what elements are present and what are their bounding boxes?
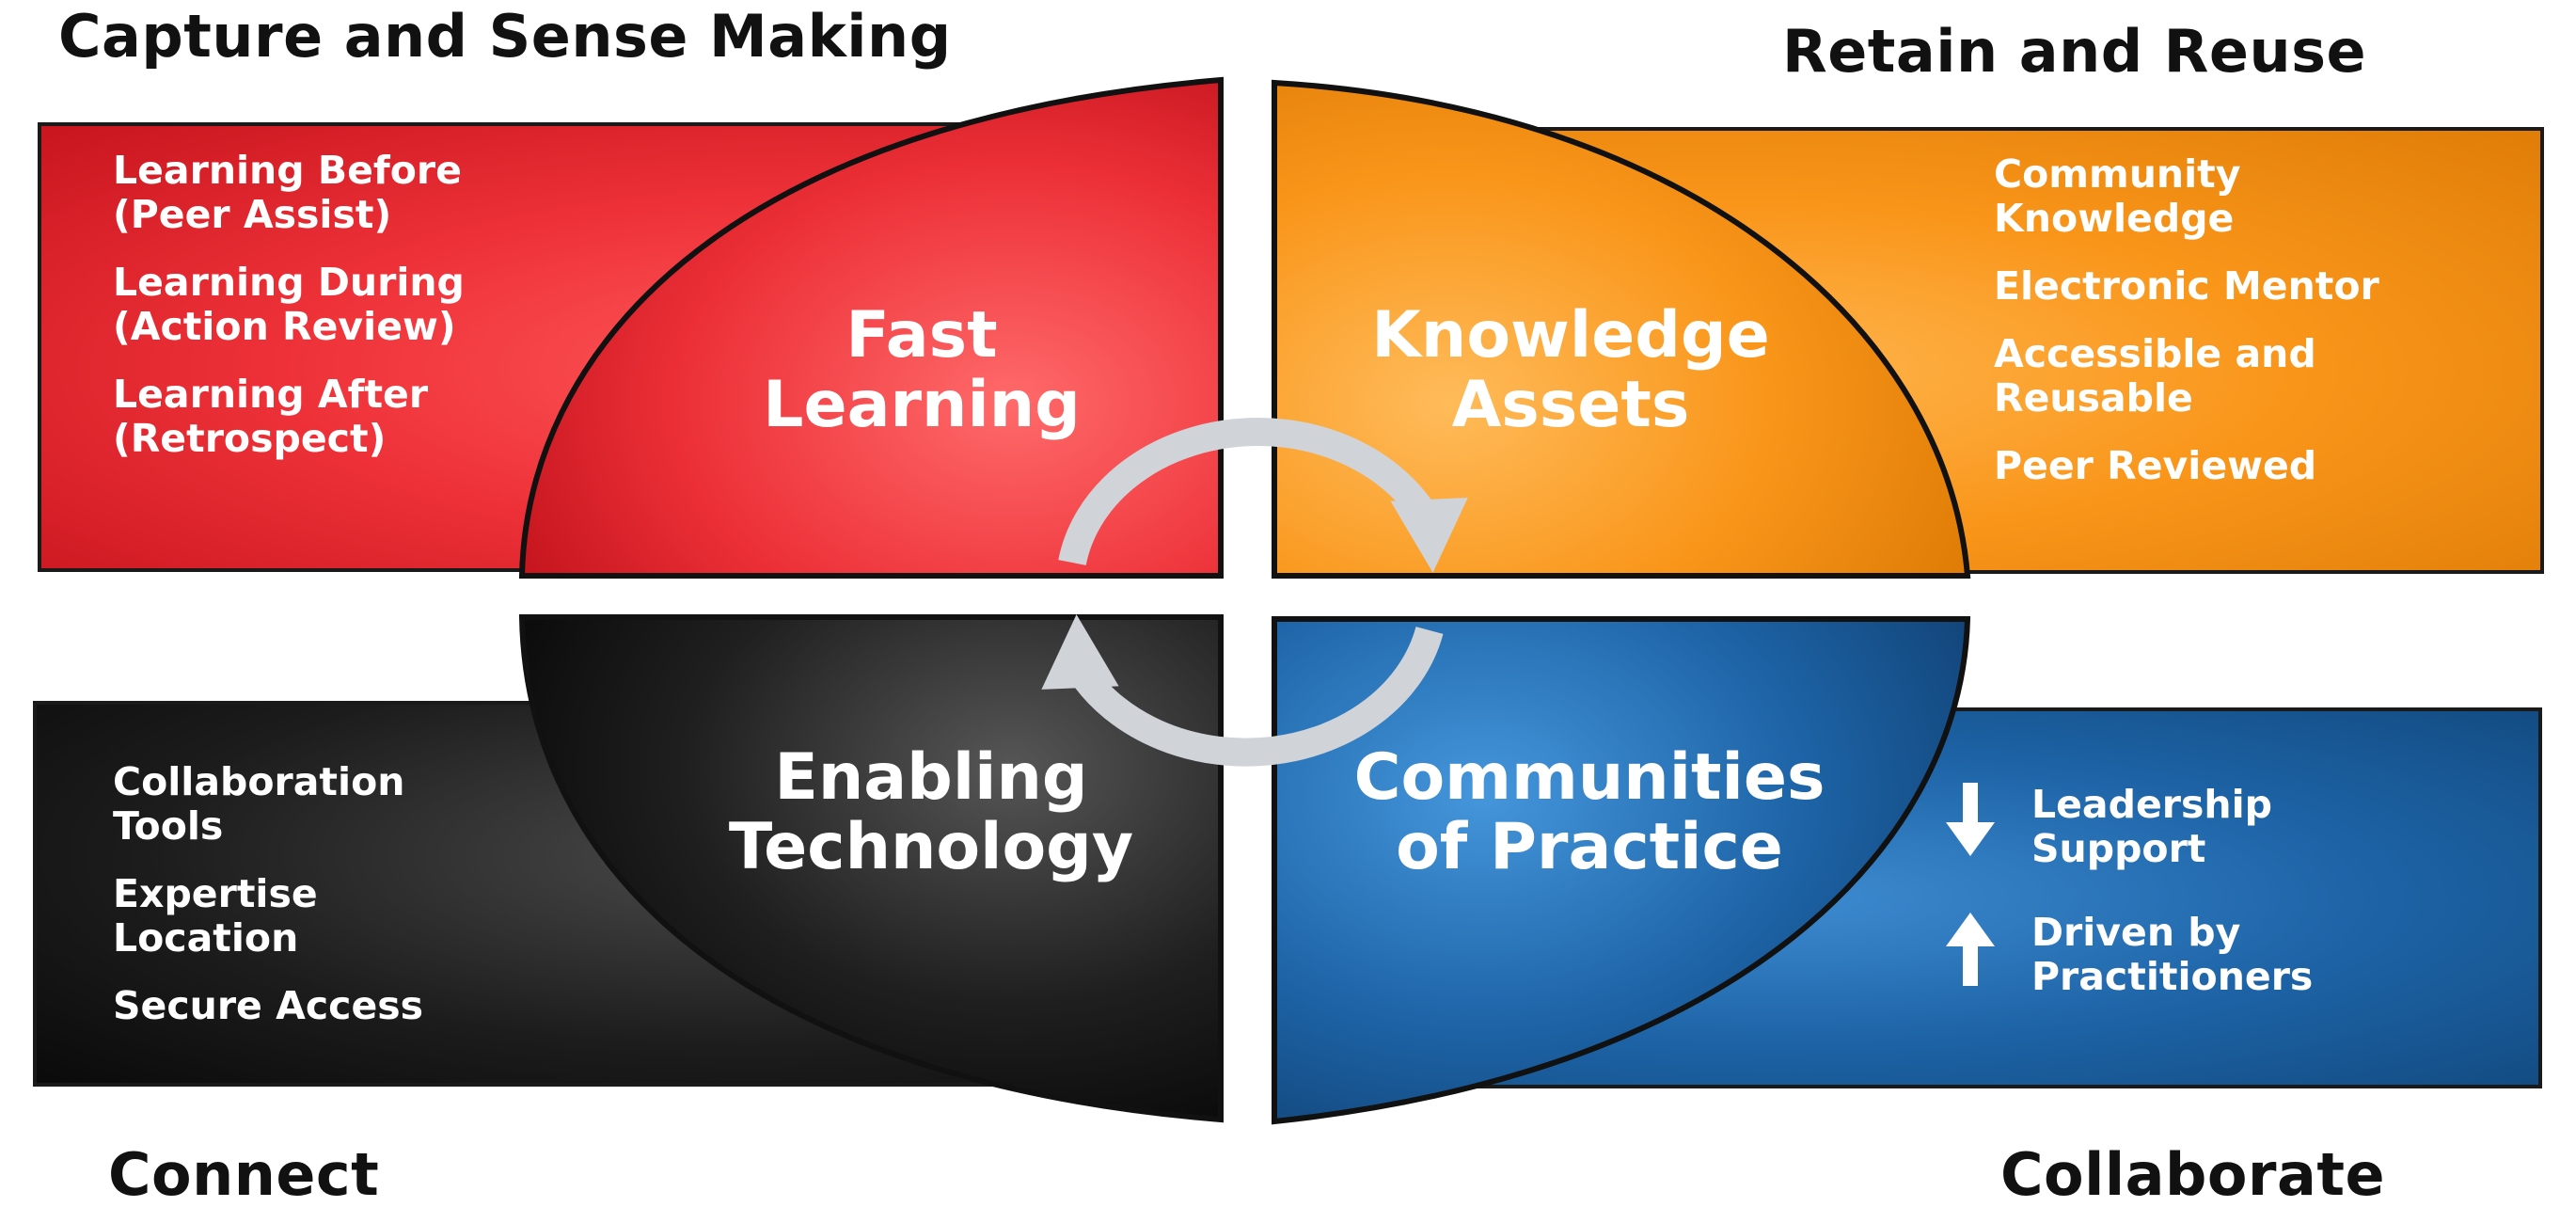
list-item: Leadership Support: [1946, 782, 2521, 871]
corner-label-connect: Connect: [108, 1140, 380, 1209]
orange-item-list: Community Knowledge Electronic Mentor Ac…: [1994, 152, 2539, 512]
corner-label-capture: Capture and Sense Making: [58, 2, 952, 71]
blue-item-list: Leadership Support Driven by Practitione…: [1946, 782, 2521, 1039]
list-item: Accessible and Reusable: [1994, 331, 2316, 421]
quadrant-label-line: Learning: [763, 368, 1081, 442]
red-quarter: [518, 76, 1224, 579]
list-item: Expertise Location: [113, 871, 318, 961]
list-item: Learning During (Action Review): [113, 260, 465, 349]
list-item: Secure Access: [113, 983, 424, 1028]
list-item: Learning After (Retrospect): [113, 372, 429, 461]
arrow-up-icon: [1946, 913, 1995, 986]
quadrant-label-line: Fast: [845, 298, 998, 373]
list-item: Driven by Practitioners: [1946, 910, 2521, 999]
quadrant-label-line: Technology: [728, 810, 1134, 884]
list-item: Community Knowledge: [1994, 151, 2241, 241]
quadrant-label-line: Knowledge: [1371, 298, 1770, 373]
list-item-label: Driven by Practitioners: [2031, 910, 2314, 999]
quadrant-label-line: Communities: [1353, 740, 1825, 815]
corner-label-collaborate: Collaborate: [2000, 1140, 2386, 1209]
quadrant-label-line: Assets: [1451, 368, 1690, 442]
orange-quarter: [1272, 79, 1971, 579]
cycle-arrow-icon: [1041, 418, 1468, 767]
list-item-label: Leadership Support: [2031, 782, 2272, 871]
black-item-list: Collaboration Tools Expertise Location S…: [113, 760, 602, 1052]
quadrant-label-line: of Practice: [1396, 810, 1783, 884]
quadrant-label-line: Enabling: [774, 740, 1088, 815]
blue-quarter: [1272, 616, 1971, 1125]
black-quarter: [518, 614, 1224, 1123]
corner-label-retain: Retain and Reuse: [1782, 17, 2367, 86]
arrow-down-icon: [1946, 783, 1995, 856]
list-item: Collaboration Tools: [113, 759, 405, 849]
list-item: Learning Before (Peer Assist): [113, 148, 462, 237]
list-item: Electronic Mentor: [1994, 263, 2379, 309]
list-item: Peer Reviewed: [1994, 443, 2317, 488]
red-item-list: Learning Before (Peer Assist) Learning D…: [113, 149, 602, 484]
